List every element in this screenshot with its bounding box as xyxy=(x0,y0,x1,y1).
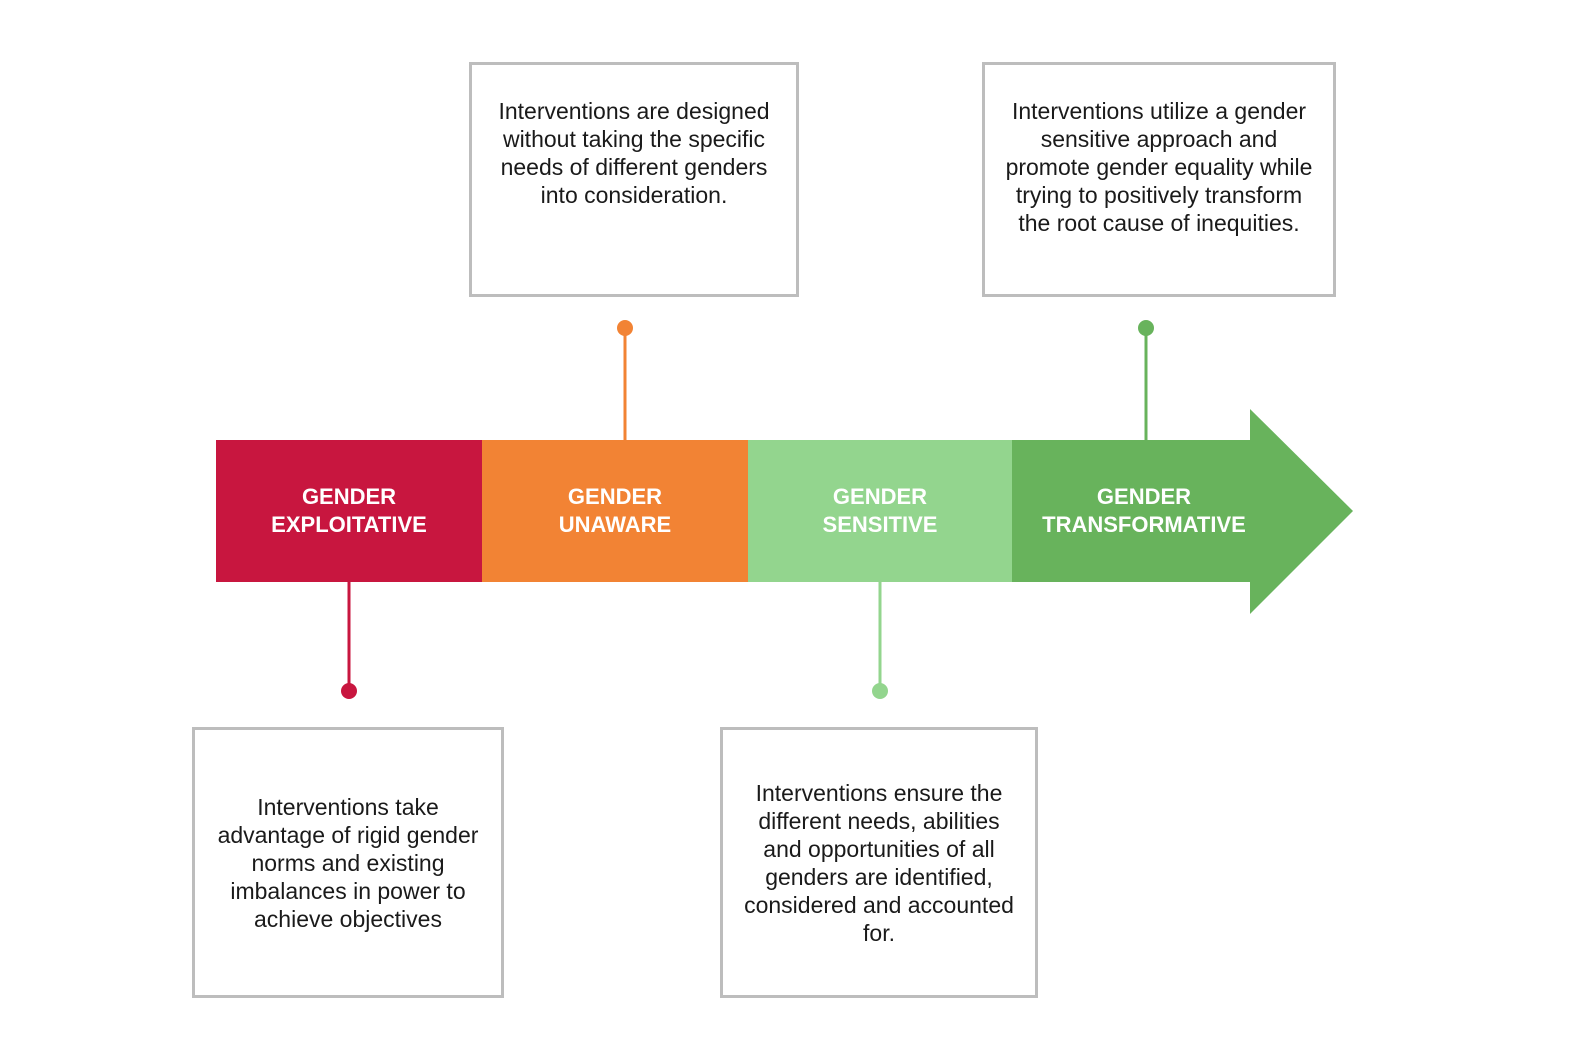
description-box-sensitive: Interventions ensure the different needs… xyxy=(720,727,1038,998)
segment-transformative xyxy=(1012,440,1252,582)
segment-unaware xyxy=(482,440,748,582)
connector-dot-exploitative xyxy=(341,683,357,699)
stage-label-transformative: GENDER TRANSFORMATIVE xyxy=(1042,484,1246,537)
connector-dot-sensitive xyxy=(872,683,888,699)
description-box-unaware: Interventions are designed without takin… xyxy=(469,62,799,297)
connector-dot-unaware xyxy=(617,320,633,336)
stage-label-exploitative: GENDER EXPLOITATIVE xyxy=(271,484,427,537)
description-transformative: Interventions utilize a gender sensitive… xyxy=(1005,98,1313,236)
description-box-transformative: Interventions utilize a gender sensitive… xyxy=(982,62,1336,297)
connector-dot-transformative xyxy=(1138,320,1154,336)
segment-sensitive xyxy=(748,440,1012,582)
description-unaware: Interventions are designed without takin… xyxy=(498,98,770,208)
stage-label-sensitive: GENDER SENSITIVE xyxy=(822,484,938,537)
description-exploitative: Interventions take advantage of rigid ge… xyxy=(217,793,479,932)
arrow-head xyxy=(1250,409,1353,614)
description-sensitive: Interventions ensure the different needs… xyxy=(744,779,1014,946)
segment-exploitative xyxy=(216,440,482,582)
stage-label-unaware: GENDER UNAWARE xyxy=(558,484,672,537)
description-box-exploitative: Interventions take advantage of rigid ge… xyxy=(192,727,504,998)
